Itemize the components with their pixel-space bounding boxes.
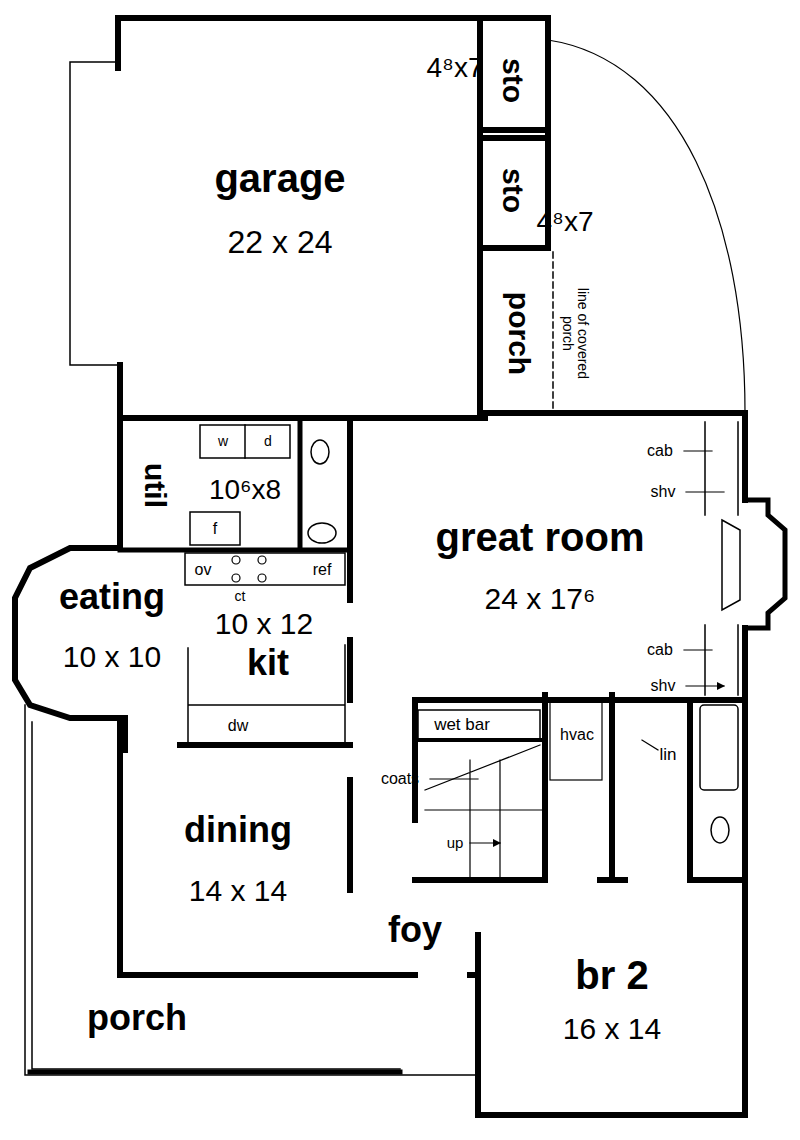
room-label: sto — [497, 58, 530, 103]
room-label: cab — [647, 641, 673, 659]
room-label: kit — [247, 643, 289, 683]
room-label: ct — [235, 589, 246, 604]
room-label: 10⁶x8 — [209, 475, 281, 506]
room-label: shv — [651, 483, 676, 501]
room-label: porch — [87, 998, 187, 1038]
room-label: w — [218, 434, 228, 449]
room-label: ref — [313, 561, 332, 579]
room-label: d — [264, 434, 272, 449]
room-label: foy — [388, 910, 442, 950]
room-label: line of covered porch — [560, 283, 591, 383]
room-label: great room — [436, 515, 645, 559]
room-label: eating — [59, 577, 165, 617]
room-label: 4⁸x7 — [427, 53, 484, 84]
room-label: sto — [497, 168, 530, 213]
room-label: 10 x 12 — [215, 607, 313, 640]
room-label: 4⁸x7 — [537, 207, 594, 238]
room-label: hvac — [560, 726, 594, 744]
room-label: 24 x 17⁶ — [485, 582, 596, 615]
room-label: wet bar — [434, 716, 490, 735]
room-label: 14 x 14 — [189, 874, 287, 907]
room-label: coats — [381, 770, 419, 788]
room-label: 22 x 24 — [228, 225, 333, 260]
room-label: porch — [504, 291, 537, 374]
room-label: br 2 — [575, 953, 648, 997]
room-label: dining — [184, 810, 292, 850]
room-label: 10 x 10 — [63, 640, 161, 673]
room-label: dw — [228, 717, 248, 735]
room-label: cab — [647, 442, 673, 460]
walls — [15, 18, 785, 1115]
room-label: lin — [659, 746, 676, 765]
room-label: garage — [214, 156, 345, 200]
room-label: ov — [195, 561, 212, 579]
room-label: f — [213, 520, 217, 538]
room-label: up — [447, 835, 464, 852]
room-label: 16 x 14 — [563, 1012, 661, 1045]
room-label: shv — [651, 677, 676, 695]
room-label: util — [139, 463, 172, 508]
